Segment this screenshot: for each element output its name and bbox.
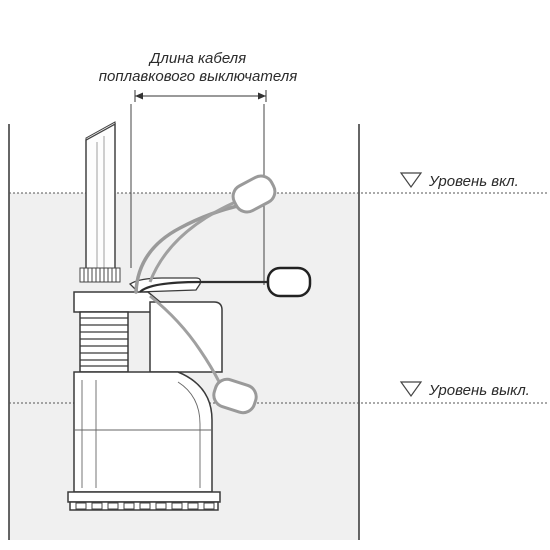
pump-body-contours (74, 380, 212, 488)
cable-length-label-line1: Длина кабеля (148, 50, 246, 67)
pump-neck-ribs (80, 317, 128, 367)
pipe-coupling (79, 267, 121, 283)
cable-length-label-line2: поплавкового выключателя (99, 68, 297, 85)
discharge-pipe (85, 121, 116, 273)
float-lower-position (212, 377, 258, 415)
float-cable-lower (149, 294, 226, 393)
level-off-marker-icon (399, 381, 423, 398)
level-off-label: Уровень выкл. (428, 382, 530, 399)
cable-length-dimension (134, 90, 267, 102)
float-cable-upper (148, 198, 241, 283)
intake-slots (75, 502, 215, 510)
power-cable (134, 203, 244, 294)
cable-clamp (128, 277, 202, 293)
level-on-marker-icon (399, 172, 423, 189)
float-cable-middle (139, 280, 272, 293)
float-upper-position (231, 174, 277, 214)
float-current-position (266, 266, 312, 298)
level-on-label: Уровень вкл. (428, 173, 519, 190)
